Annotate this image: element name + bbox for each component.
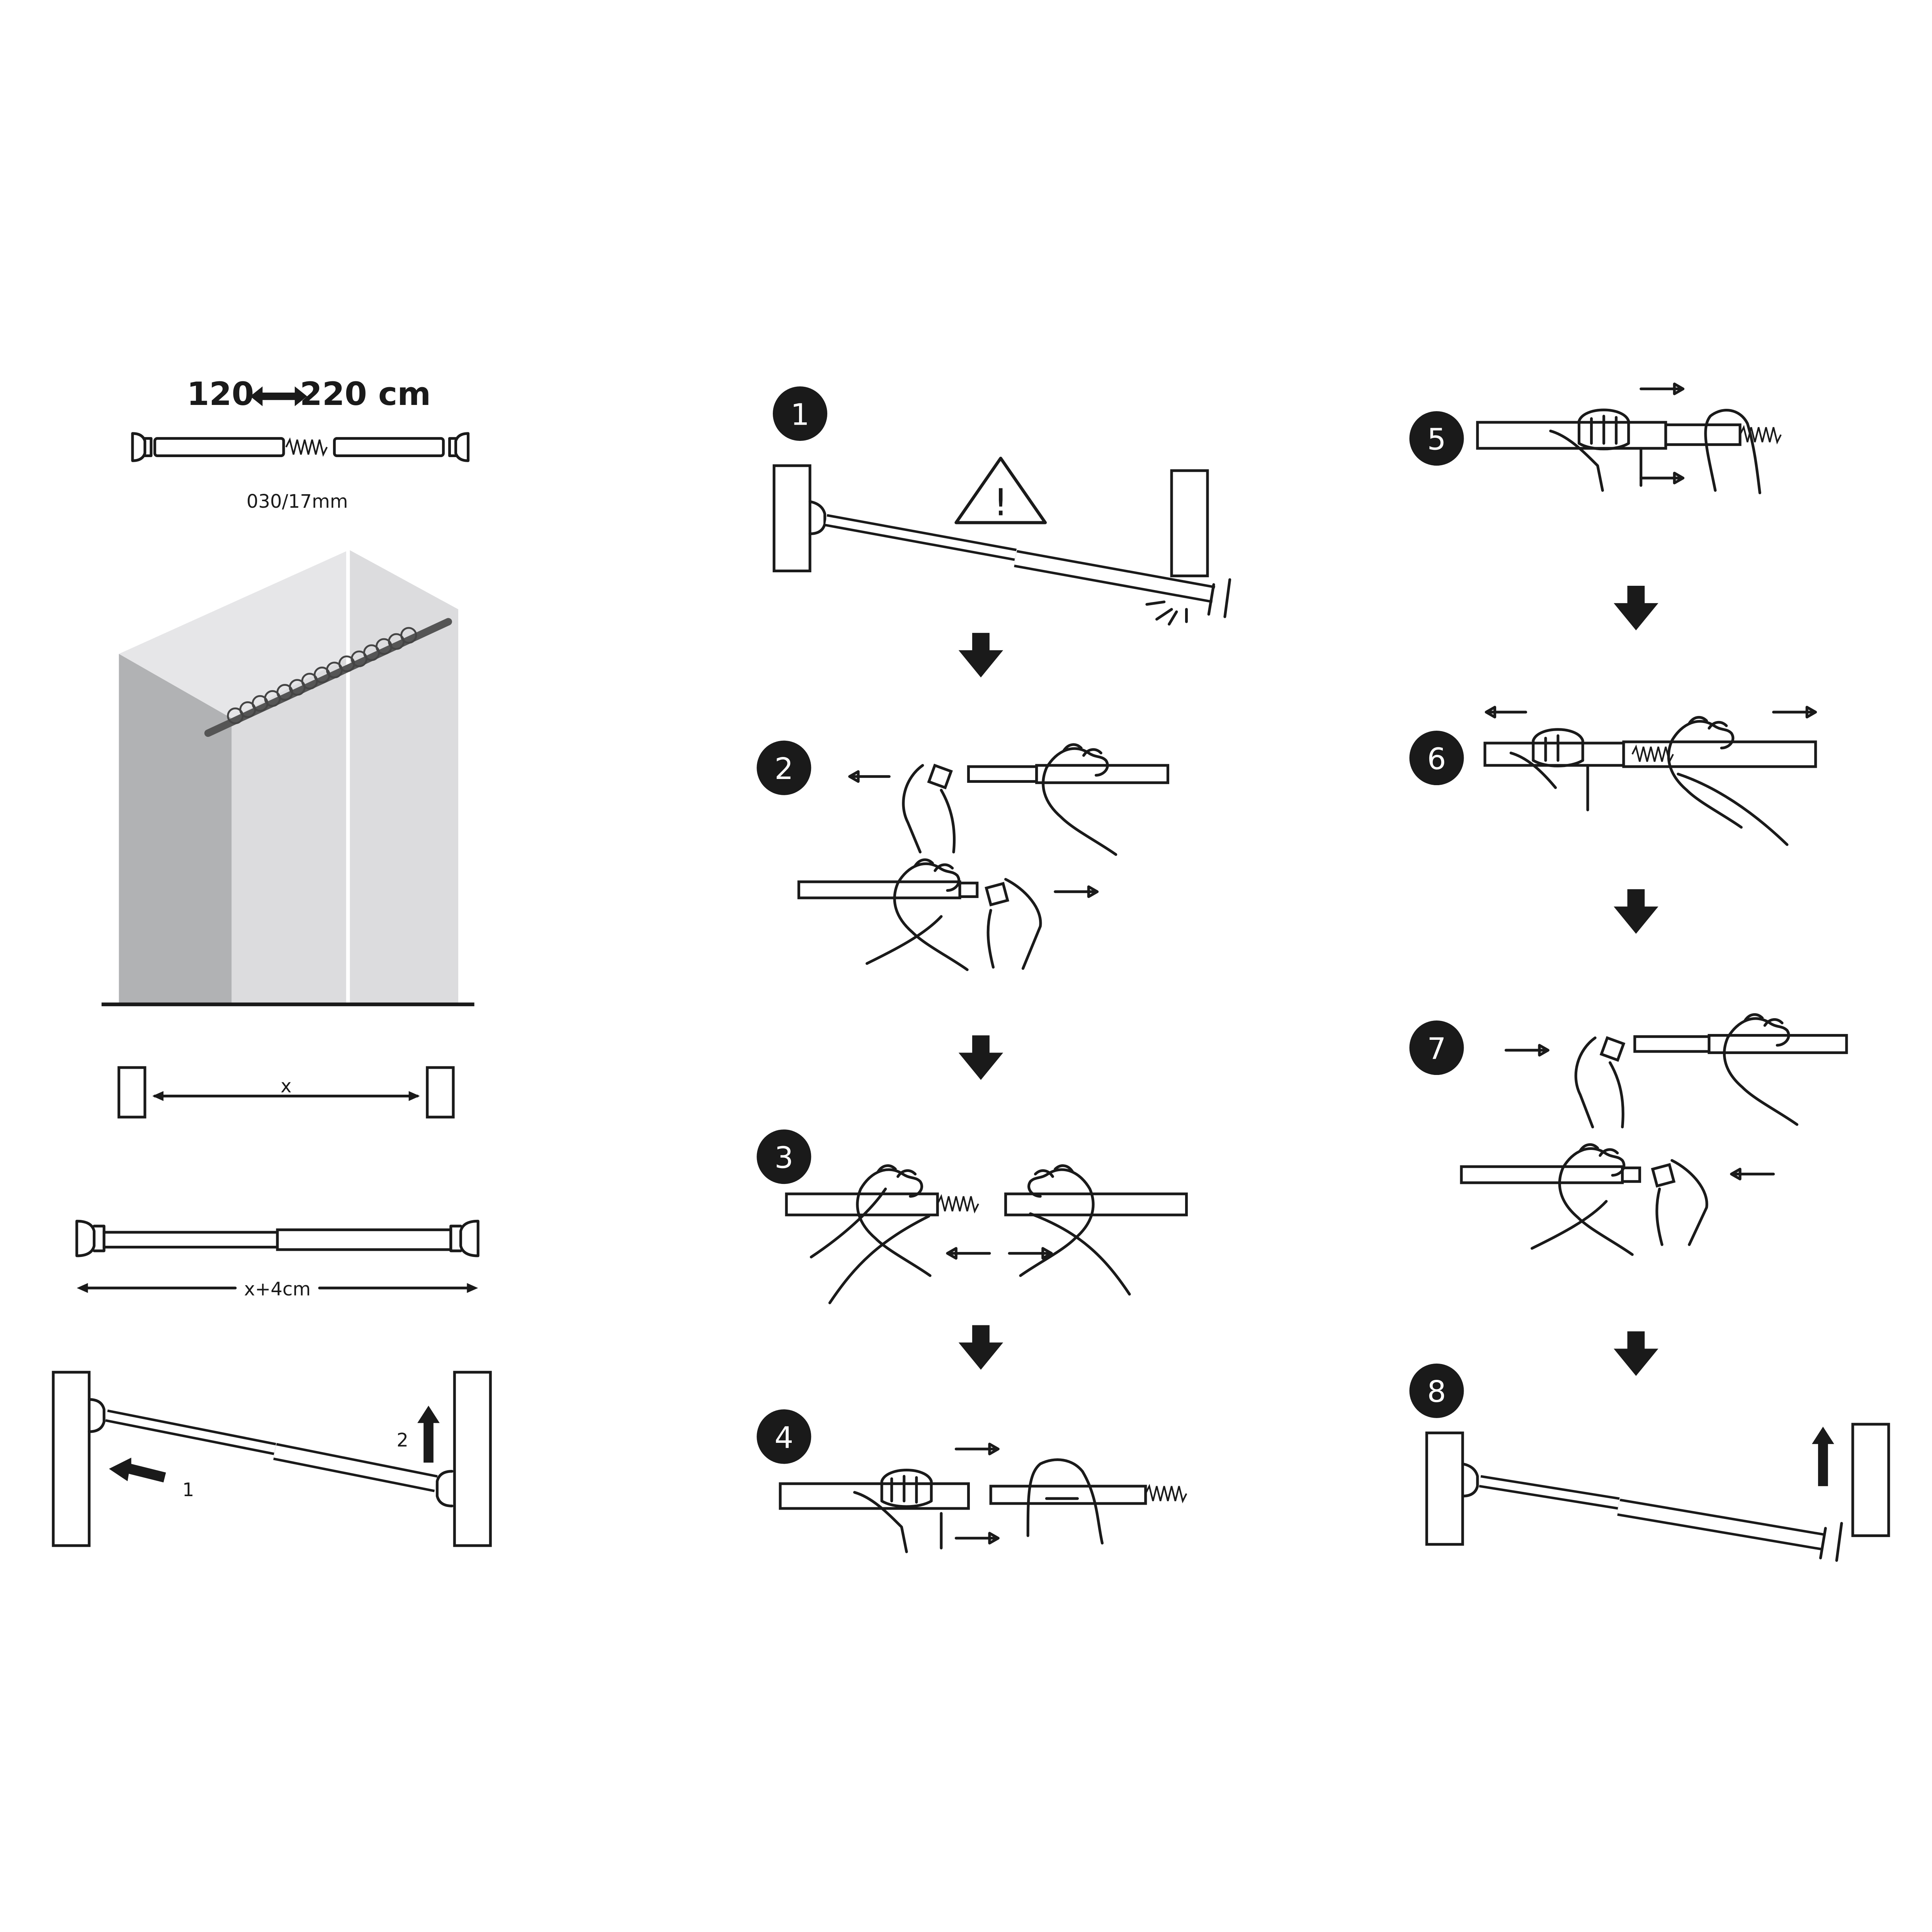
warning-icon: ! xyxy=(954,456,1047,524)
install-illustration: 1 2 xyxy=(52,1371,492,1547)
down-arrow-icon xyxy=(1614,889,1658,934)
down-arrow-icon xyxy=(1614,1331,1658,1376)
step-badge xyxy=(773,386,828,441)
curtain-rings xyxy=(227,627,417,724)
range-arrow-icon xyxy=(250,386,307,406)
measure-rod: x+4cm xyxy=(75,1219,480,1300)
lift-arrow-icon xyxy=(417,1405,440,1463)
down-arrow-icon xyxy=(958,1325,1003,1370)
slip-marks xyxy=(1145,600,1188,626)
spec-section: 120 220 cm 030/17mm xyxy=(131,375,470,512)
step-number: 3 xyxy=(774,1141,793,1175)
step-6: 6 xyxy=(1409,706,1817,846)
down-arrow-icon xyxy=(1614,586,1658,631)
step-4: 4 xyxy=(757,1409,1186,1553)
step-5: 5 xyxy=(1409,383,1781,495)
diameter-label: 030/17mm xyxy=(247,491,348,512)
step-number: 8 xyxy=(1427,1375,1446,1409)
wall-shaded xyxy=(119,654,232,1003)
min-length-label: 120 xyxy=(187,375,254,413)
rod-length-label: x+4cm xyxy=(244,1279,311,1300)
step-3: 3 xyxy=(757,1129,1188,1304)
step-number: 5 xyxy=(1427,422,1446,457)
down-arrow-icon xyxy=(958,1035,1003,1080)
step-number: 2 xyxy=(774,752,793,786)
step-number: 1 xyxy=(791,398,810,432)
lift-arrow-icon xyxy=(1812,1427,1834,1486)
push-step-label: 1 xyxy=(182,1479,194,1501)
step-1: 1 ! xyxy=(772,386,1231,626)
lift-step-label: 2 xyxy=(396,1430,408,1451)
rod-illustration xyxy=(131,432,470,462)
max-length-label: 220 cm xyxy=(300,375,431,413)
step-8: 8 xyxy=(1409,1363,1890,1562)
step-number: 6 xyxy=(1427,742,1446,776)
svg-text:!: ! xyxy=(993,481,1008,524)
step-7: 7 xyxy=(1409,1015,1848,1255)
step-number: 7 xyxy=(1427,1032,1446,1066)
push-arrow-icon xyxy=(109,1458,166,1483)
step-number: 4 xyxy=(774,1421,793,1455)
down-arrow-icon xyxy=(958,633,1003,678)
step-2: 2 xyxy=(757,740,1169,970)
gap-label: x xyxy=(281,1075,291,1097)
measure-gap: x xyxy=(117,1066,455,1119)
shower-corner-illustration xyxy=(101,550,474,1007)
